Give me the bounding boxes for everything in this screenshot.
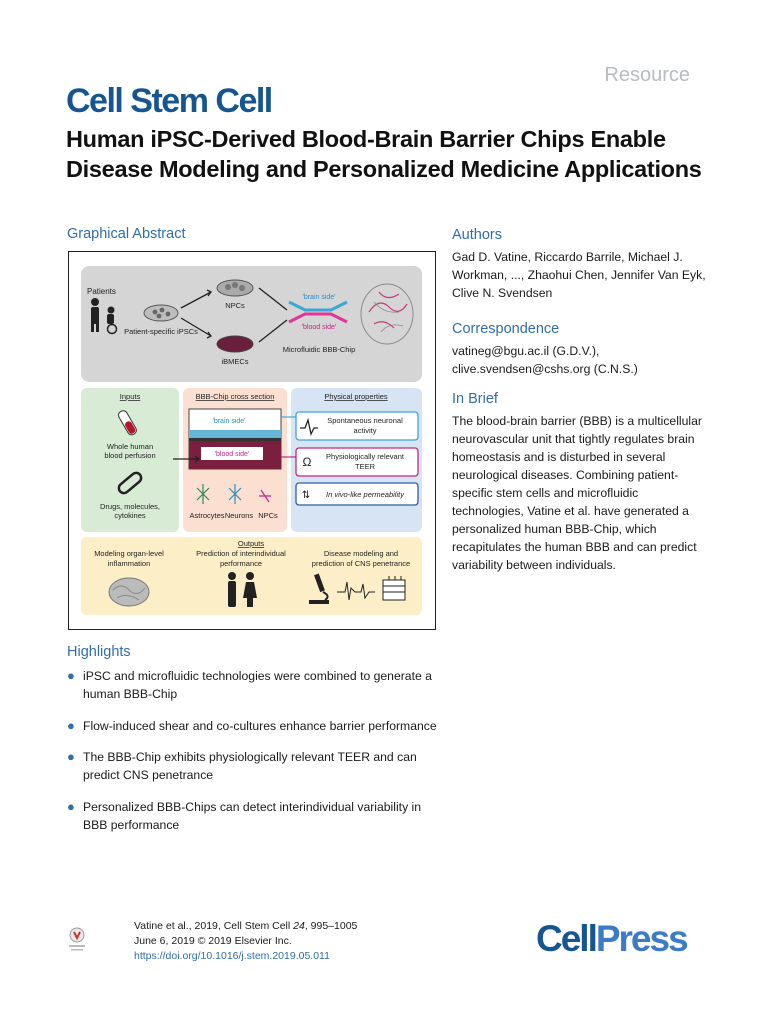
blood-tube-icon xyxy=(117,410,137,436)
authors-section: Authors Gad D. Vatine, Riccardo Barrile,… xyxy=(452,226,712,302)
chip-brain-side-label: 'brain side' xyxy=(302,294,335,301)
graphical-abstract-heading: Graphical Abstract xyxy=(67,226,186,242)
citation-line: Vatine et al., 2019, Cell Stem Cell 24, … xyxy=(134,920,358,932)
graphical-abstract: Patients Patient-specific iPSCs NPCs iBM… xyxy=(68,251,436,630)
patients-icon xyxy=(91,298,118,335)
correspondence-email-1[interactable]: vatineg@bgu.ac.il (G.D.V.), xyxy=(452,344,600,358)
bullet-icon: ● xyxy=(67,717,75,733)
cs-blood-side-label: 'blood side' xyxy=(215,451,250,458)
chip-blood-side-label: 'blood side' xyxy=(302,324,337,331)
activity-icon xyxy=(300,417,318,436)
authors-heading: Authors xyxy=(452,227,502,243)
authors-list: Gad D. Vatine, Riccardo Barrile, Michael… xyxy=(452,250,706,300)
neuron-icon xyxy=(228,484,242,504)
paper-title: Human iPSC-Derived Blood-Brain Barrier C… xyxy=(66,126,702,182)
top-panel xyxy=(81,266,422,382)
physical-heading: Physical properties xyxy=(324,392,388,401)
highlight-item: ●Flow-induced shear and co-cultures enha… xyxy=(67,717,437,733)
npcs-label: NPCs xyxy=(225,301,245,310)
ibmecs-label: iBMECs xyxy=(221,357,248,366)
highlights-heading: Highlights xyxy=(67,644,131,660)
bullet-icon: ● xyxy=(67,798,75,814)
in-brief-text: The blood-brain barrier (BBB) is a multi… xyxy=(452,414,702,572)
neurons-label: Neurons xyxy=(225,511,254,520)
correspondence-email-2[interactable]: clive.svendsen@cshs.org (C.N.S.) xyxy=(452,362,638,376)
spike-trace-icon xyxy=(337,581,375,601)
brain-vessels-icon xyxy=(360,283,414,345)
ipscs-label: Patient-specific iPSCs xyxy=(124,327,198,336)
chip-channel-pink xyxy=(288,312,348,324)
in-brief-section: In Brief The blood-brain barrier (BBB) i… xyxy=(452,390,712,574)
physical-p3: In vivo-like permeability xyxy=(326,490,405,499)
highlight-item: ●Personalized BBB-Chips can detect inter… xyxy=(67,798,422,832)
brain-icon xyxy=(108,577,150,607)
microscope-icon xyxy=(309,573,329,604)
ipsc-dish-icon xyxy=(143,304,179,322)
drugs-label: Drugs, molecules,cytokines xyxy=(100,502,160,520)
omega-icon: Ω xyxy=(303,455,312,469)
bullet-icon: ● xyxy=(67,749,75,764)
chip-channel-blue xyxy=(288,300,348,312)
inputs-heading: Inputs xyxy=(120,392,141,401)
arrow-to-npcs xyxy=(180,291,212,309)
doi-link[interactable]: https://doi.org/10.1016/j.stem.2019.05.0… xyxy=(134,950,330,962)
outputs-heading: Outputs xyxy=(238,539,265,548)
astrocytes-label: Astrocytes xyxy=(189,511,224,520)
npcs-dish-icon xyxy=(216,279,254,297)
updown-arrows-icon: ⇅ xyxy=(302,490,310,501)
cs-brain-side-label: 'brain side' xyxy=(212,418,245,425)
resource-label: Resource xyxy=(604,64,690,86)
highlights-list: ●iPSC and microfluidic technologies were… xyxy=(67,667,447,847)
people-icon xyxy=(228,572,257,607)
in-brief-heading: In Brief xyxy=(452,391,498,407)
journal-name: Cell Stem Cell xyxy=(66,82,273,120)
check-for-updates-icon[interactable] xyxy=(66,926,88,952)
barrier-icon xyxy=(382,576,406,601)
inputs-panel xyxy=(81,388,179,532)
chip-label: Microfluidic BBB-Chip xyxy=(283,345,356,354)
ibmecs-dish-icon xyxy=(216,335,254,353)
patients-label: Patients xyxy=(87,287,116,296)
cs-npcs-label: NPCs xyxy=(258,511,278,520)
cross-section-heading: BBB-Chip cross section xyxy=(196,392,275,401)
npc-cell-icon xyxy=(259,489,271,503)
highlight-item: ●iPSC and microfluidic technologies were… xyxy=(67,668,432,701)
cellpress-logo: CellPress xyxy=(536,918,689,959)
correspondence-heading: Correspondence xyxy=(452,321,560,337)
publication-date: June 6, 2019 © 2019 Elsevier Inc. xyxy=(134,935,292,947)
astrocyte-icon xyxy=(196,484,210,504)
bullet-icon: ● xyxy=(67,668,75,683)
arrow-to-ibmecs xyxy=(180,317,212,337)
citation-footer: Vatine et al., 2019, Cell Stem Cell 24, … xyxy=(134,919,357,964)
correspondence-section: Correspondence vatineg@bgu.ac.il (G.D.V.… xyxy=(452,320,712,378)
highlight-item: ●The BBB-Chip exhibits physiologically r… xyxy=(67,749,417,782)
capsule-icon xyxy=(117,471,143,495)
